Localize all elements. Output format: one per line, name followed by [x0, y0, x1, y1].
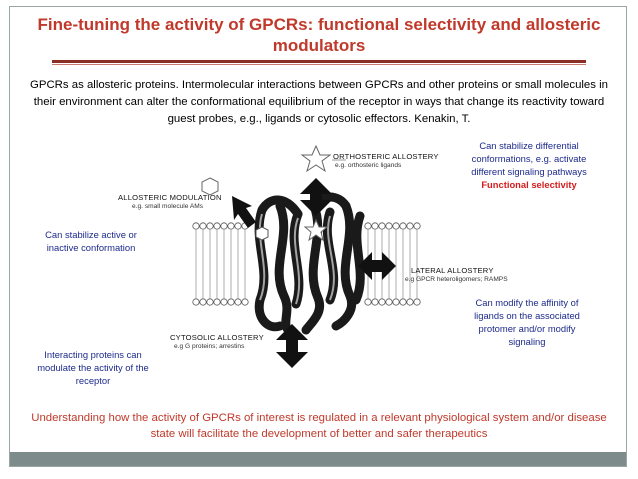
bound-modulator-hexagon-icon: [255, 226, 269, 241]
note-differential-conformations: Can stabilize differential conformations…: [456, 139, 602, 191]
slide-title: Fine-tuning the activity of GPCRs: funct…: [37, 15, 601, 55]
note-interacting-proteins: Interacting proteins can modulate the ac…: [37, 349, 149, 386]
cytosolic-allostery-example: e.g G proteins; arrestins: [174, 343, 245, 350]
conclusion-text: Understanding how the activity of GPCRs …: [31, 412, 607, 440]
footer-strip: [10, 452, 626, 466]
orthosteric-double-arrow-icon: [300, 178, 332, 216]
gpcr-receptor-helices: [254, 192, 365, 337]
note-differential-text: Can stabilize differential conformations…: [471, 140, 587, 177]
orthosteric-allostery-title: ORTHOSTERIC ALLOSTERY: [333, 152, 439, 161]
intro-paragraph: GPCRs as allosteric proteins. Intermolec…: [29, 79, 608, 125]
note-modify-affinity: Can modify the affinity of ligands on th…: [474, 297, 580, 347]
title-divider-thin: [52, 64, 586, 65]
functional-selectivity-highlight: Functional selectivity: [481, 179, 577, 190]
bound-ligand-star-icon: [303, 218, 329, 242]
orthosteric-allostery-example: e.g. orthosteric ligands: [335, 162, 402, 169]
orthosteric-allostery-label: ORTHOSTERIC ALLOSTERY e.g. orthosteric l…: [333, 152, 439, 170]
allosteric-modulation-arrow-icon: [232, 196, 256, 228]
orthosteric-ligand-star-icon: [300, 144, 332, 173]
title-divider: [52, 60, 586, 63]
lateral-double-arrow-icon: [358, 252, 396, 280]
cytosolic-allostery-title: CYTOSOLIC ALLOSTERY: [170, 333, 264, 342]
cytosolic-double-arrow-icon: [276, 324, 308, 368]
lateral-allostery-title: LATERAL ALLOSTERY: [411, 266, 494, 275]
allosteric-modulation-title: ALLOSTERIC MODULATION: [118, 193, 222, 202]
allosteric-modulator-hexagon-icon: [201, 177, 219, 196]
slide-frame: [9, 6, 627, 467]
allosteric-modulation-example: e.g. small molecule AMs: [132, 203, 204, 210]
note-active-inactive: Can stabilize active or inactive conform…: [45, 229, 137, 253]
cytosolic-allostery-label: CYTOSOLIC ALLOSTERY e.g G proteins; arre…: [170, 333, 264, 351]
lateral-allostery-label: LATERAL ALLOSTERY e.g GPCR heteroligomer…: [405, 266, 508, 284]
allosteric-modulation-label: ALLOSTERIC MODULATION e.g. small molecul…: [118, 193, 222, 211]
lateral-allostery-example: e.g GPCR heteroligomers; RAMPS: [405, 276, 508, 283]
